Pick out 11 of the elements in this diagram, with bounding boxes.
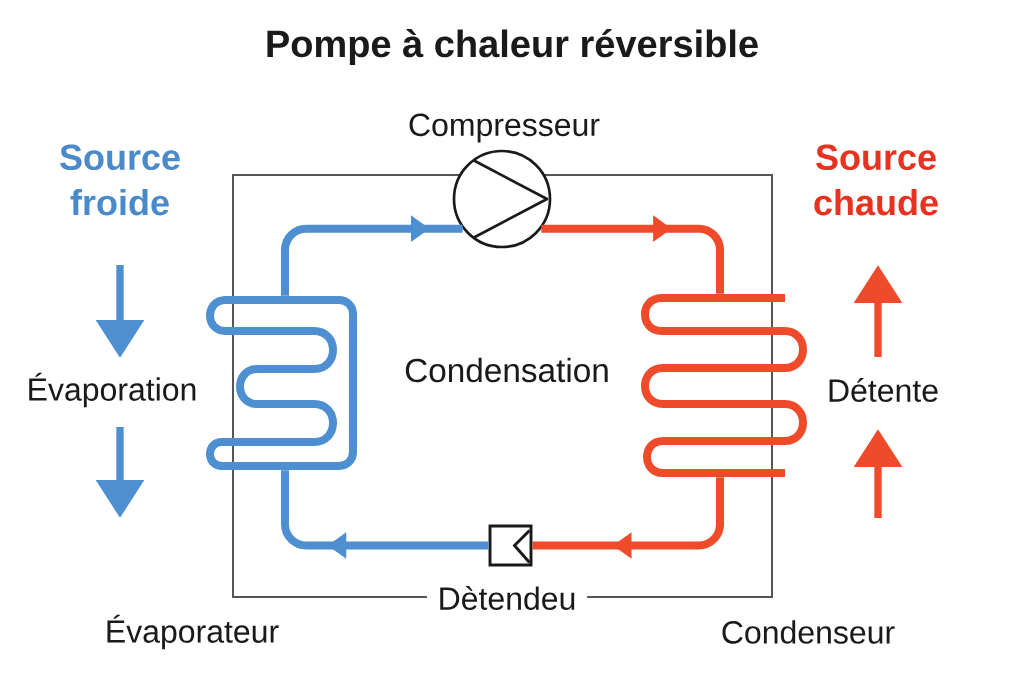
component-label: Compresseur [397, 112, 611, 144]
compressor-symbol [452, 149, 552, 249]
component-label: Évaporateur [107, 614, 279, 650]
title: Pompe à chaleur réversible [267, 29, 758, 65]
coil [206, 296, 357, 470]
source-heading: Source chaude [814, 144, 938, 216]
coil [641, 294, 807, 477]
valve-symbol [488, 524, 533, 567]
component-label: Condenseur [722, 620, 895, 644]
component-label: Dètendeu [426, 584, 588, 612]
source-heading: Source froide [60, 144, 180, 216]
